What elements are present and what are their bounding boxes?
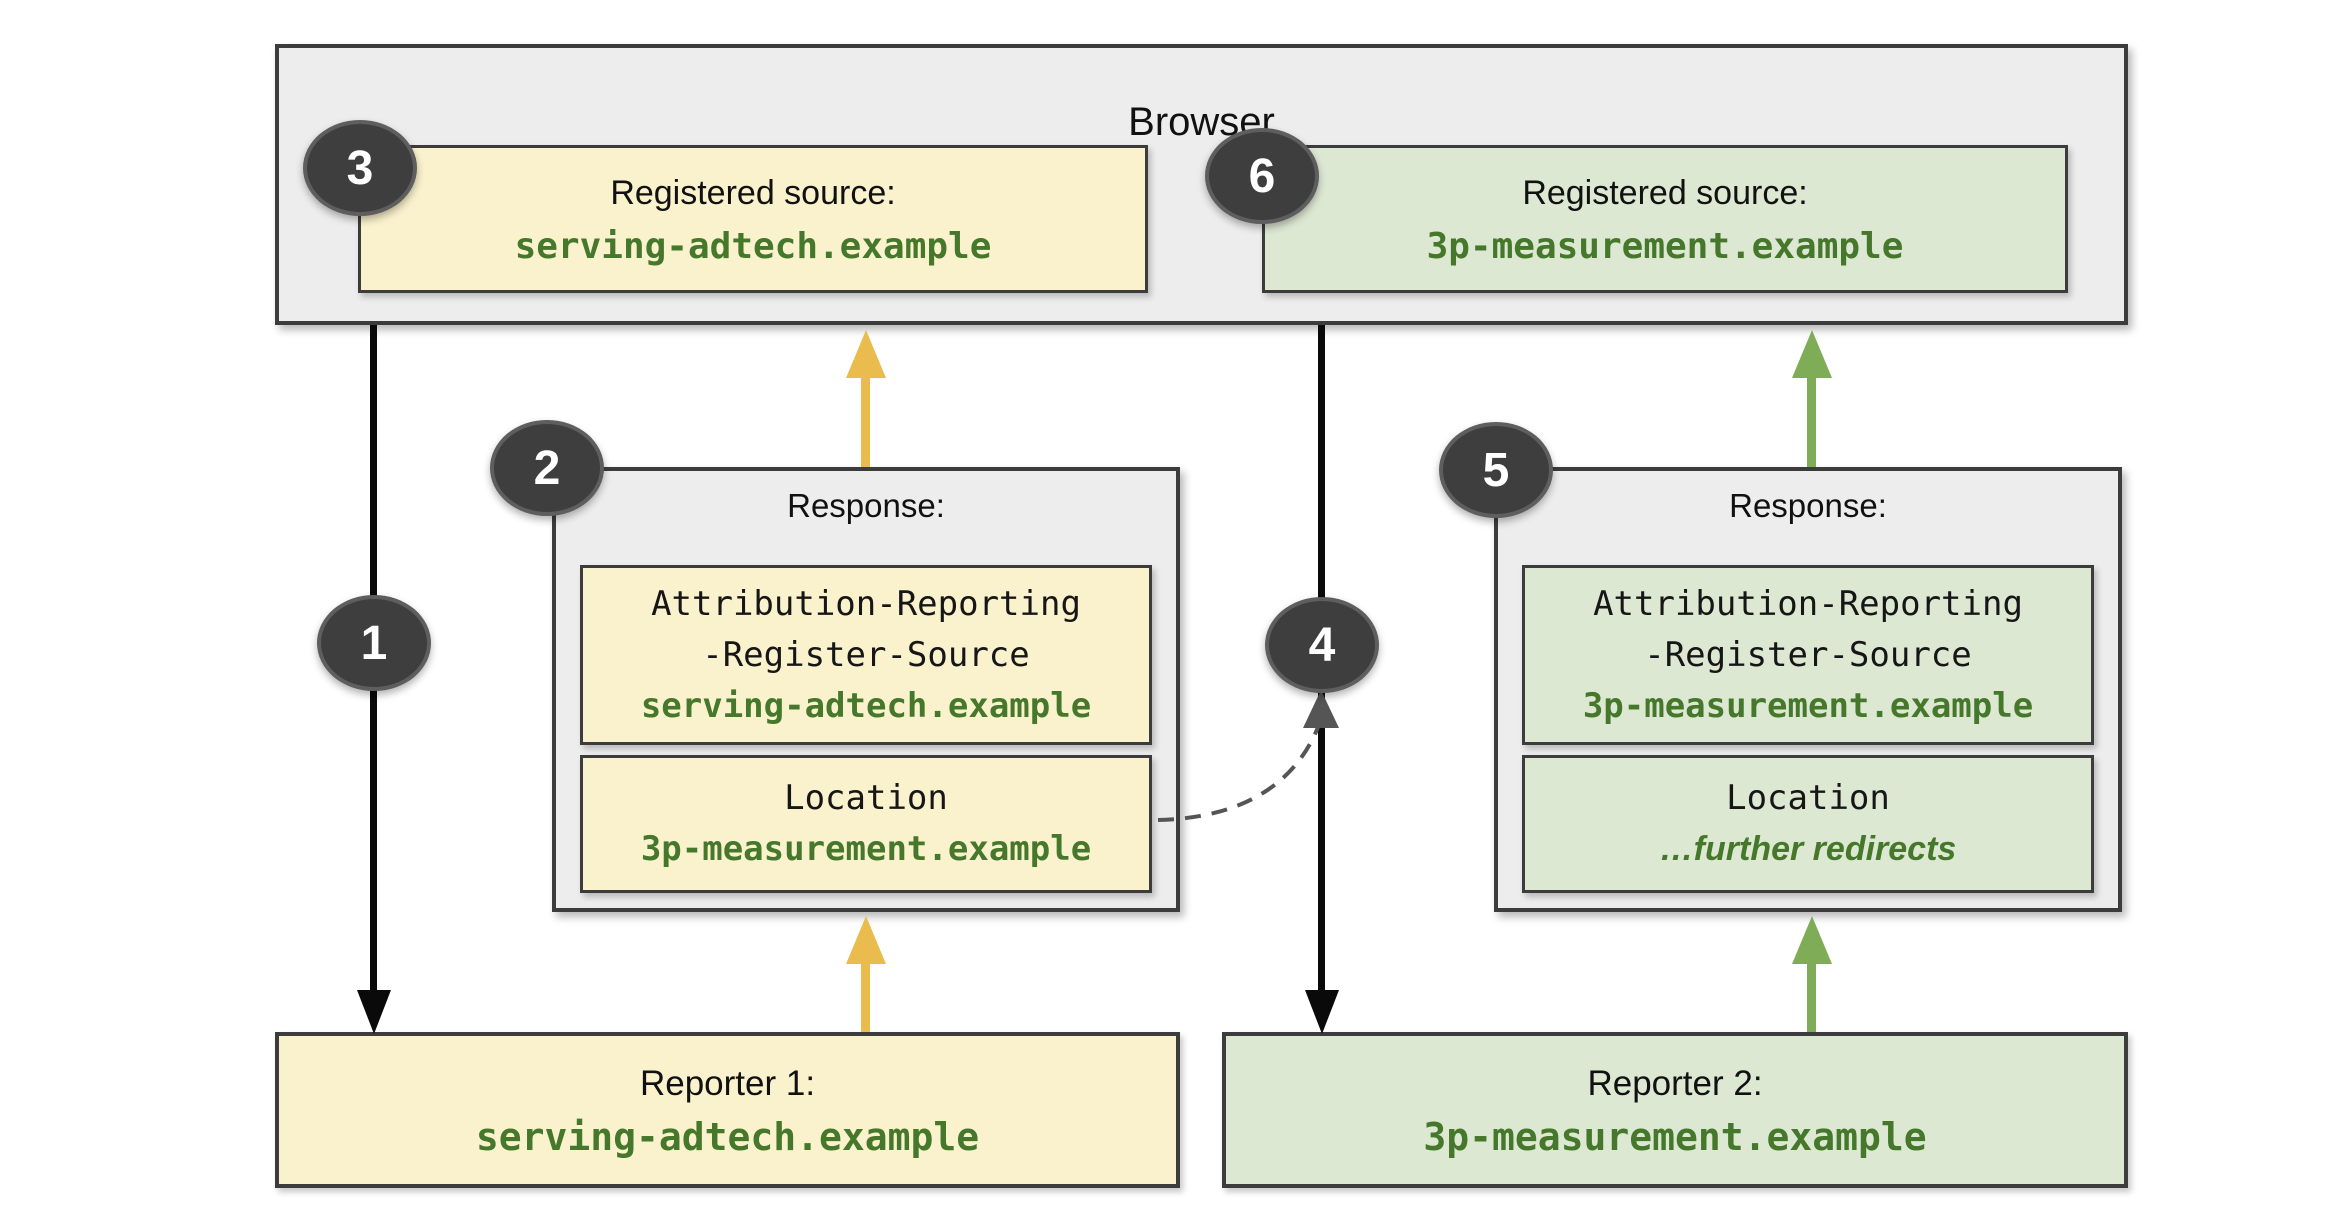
location-label: Location bbox=[1726, 778, 1890, 818]
register-source-header-box-1: Attribution-Reporting -Register-Source s… bbox=[580, 565, 1152, 745]
location-box-2: Location …further redirects bbox=[1522, 755, 2094, 893]
step-badge-1: 1 bbox=[317, 595, 431, 691]
location-box-1: Location 3p-measurement.example bbox=[580, 755, 1152, 893]
green-arrow-response-to-browser bbox=[1807, 374, 1816, 467]
header-domain: 3p-measurement.example bbox=[1582, 685, 2034, 726]
step-badge-4: 4 bbox=[1265, 597, 1379, 693]
step-badge-5: 5 bbox=[1439, 422, 1553, 518]
black-arrow-step4-arrowhead bbox=[1305, 990, 1339, 1034]
reporter-domain: serving-adtech.example bbox=[475, 1114, 980, 1159]
header-line: -Register-Source bbox=[702, 634, 1030, 675]
reporter-card-1: Reporter 1: serving-adtech.example bbox=[275, 1032, 1180, 1188]
response-title: Response: bbox=[787, 487, 945, 524]
registered-source-card-2: Registered source: 3p-measurement.exampl… bbox=[1262, 145, 2068, 293]
yellow-arrow-response-to-browser-arrowhead bbox=[846, 330, 886, 378]
green-arrow-reporter-to-response bbox=[1807, 960, 1816, 1032]
header-line: -Register-Source bbox=[1644, 634, 1972, 675]
yellow-arrow-reporter-to-response-arrowhead bbox=[846, 916, 886, 964]
response-title: Response: bbox=[1729, 487, 1887, 524]
reporter-card-2: Reporter 2: 3p-measurement.example bbox=[1222, 1032, 2128, 1188]
yellow-arrow-response-to-browser bbox=[861, 374, 870, 467]
registered-source-card-1: Registered source: serving-adtech.exampl… bbox=[358, 145, 1148, 293]
location-value: …further redirects bbox=[1659, 830, 1957, 868]
registered-source-label: Registered source: bbox=[1522, 174, 1808, 213]
registered-source-label: Registered source: bbox=[610, 174, 896, 213]
reporter-domain: 3p-measurement.example bbox=[1423, 1114, 1927, 1159]
registered-source-domain: 3p-measurement.example bbox=[1426, 225, 1904, 267]
step-badge-6: 6 bbox=[1205, 128, 1319, 224]
step-badge-3: 3 bbox=[303, 120, 417, 216]
green-arrow-reporter-to-response-arrowhead bbox=[1792, 916, 1832, 964]
location-label: Location bbox=[784, 778, 948, 818]
green-arrow-response-to-browser-arrowhead bbox=[1792, 330, 1832, 378]
step-badge-2: 2 bbox=[490, 420, 604, 516]
browser-title: Browser bbox=[1128, 100, 1275, 144]
header-line: Attribution-Reporting bbox=[651, 583, 1081, 624]
header-line: Attribution-Reporting bbox=[1593, 583, 2023, 624]
black-arrow-step1-arrowhead bbox=[357, 990, 391, 1034]
register-source-header-box-2: Attribution-Reporting -Register-Source 3… bbox=[1522, 565, 2094, 745]
registered-source-domain: serving-adtech.example bbox=[514, 225, 992, 267]
header-domain: serving-adtech.example bbox=[640, 685, 1092, 726]
yellow-arrow-reporter-to-response bbox=[861, 960, 870, 1032]
reporter-label: Reporter 1: bbox=[639, 1064, 816, 1104]
reporter-label: Reporter 2: bbox=[1587, 1064, 1763, 1104]
location-value: 3p-measurement.example bbox=[640, 829, 1092, 869]
